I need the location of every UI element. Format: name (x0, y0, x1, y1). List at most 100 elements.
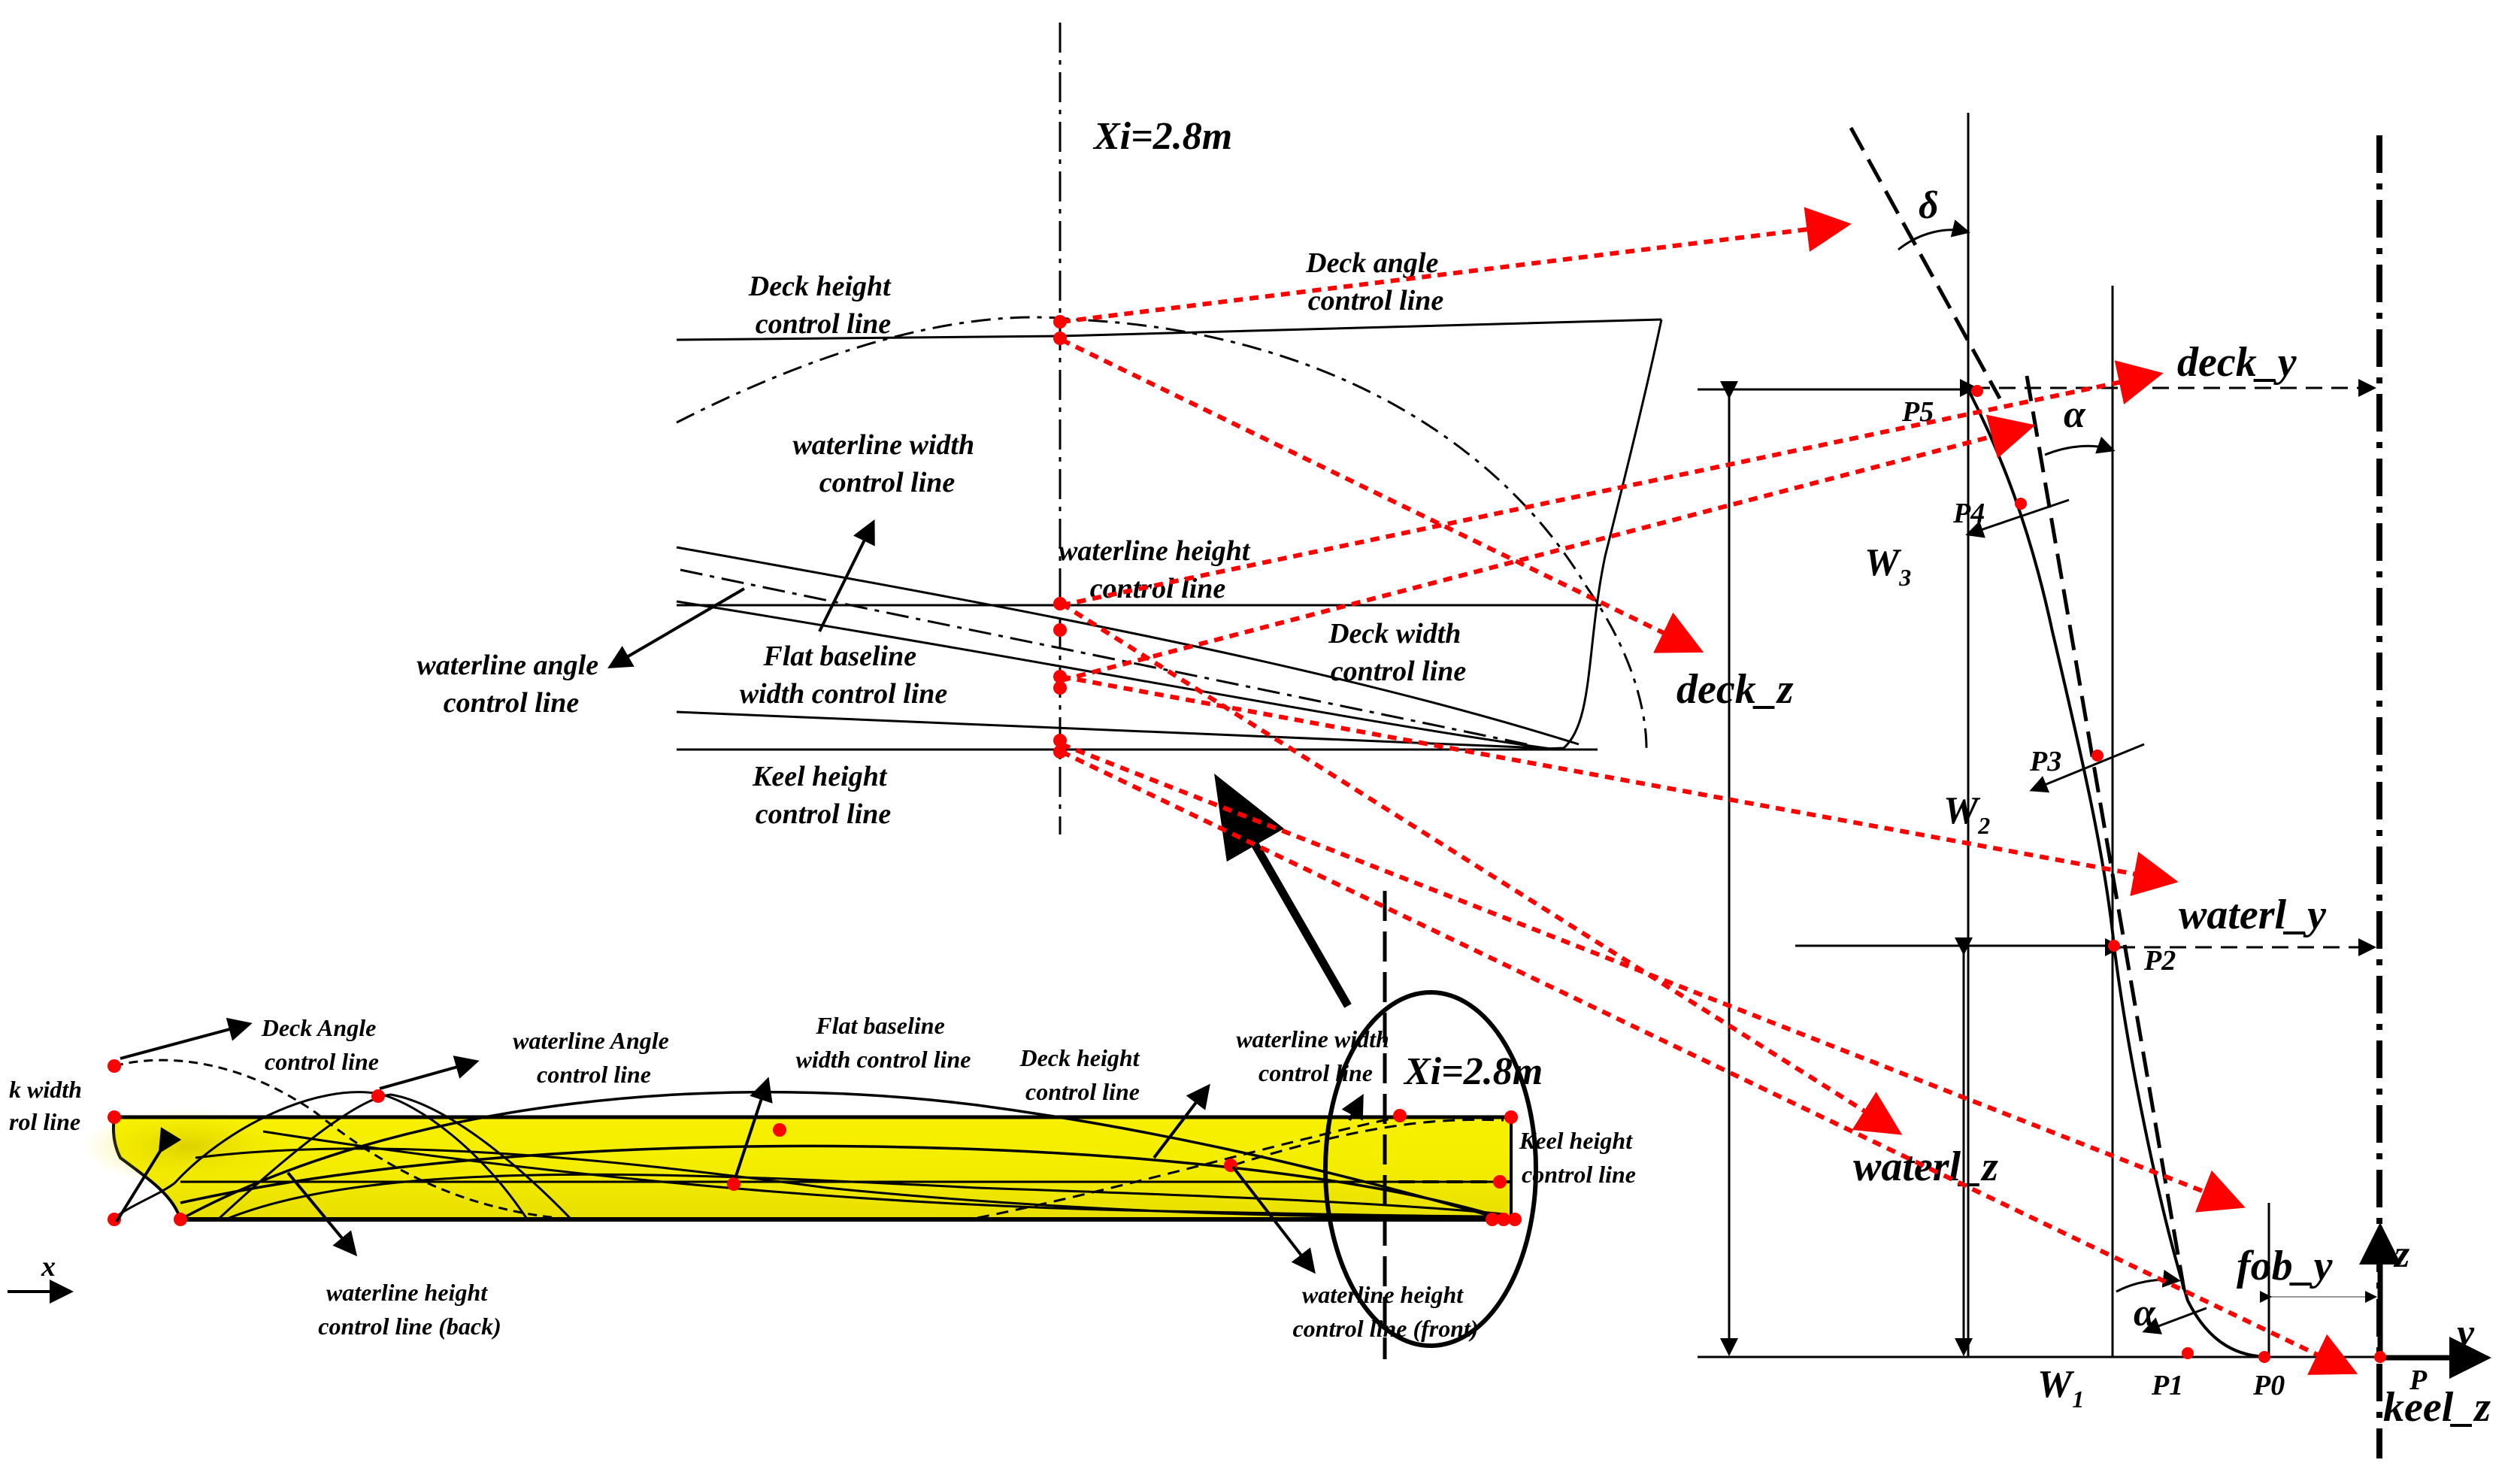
control-point (174, 1213, 187, 1226)
w2-arrow (2029, 743, 2145, 793)
profile-view: Xi=2.8m k width rol line Deck Angle cont… (8, 773, 1636, 1359)
cross-section-view: deck_y deck_z waterl_y waterl_z fob_y ke… (1676, 113, 2491, 1458)
point-p0 (2258, 1351, 2270, 1363)
axis-z-label: z (2393, 1233, 2410, 1276)
profile-leader-arrows (115, 1017, 1364, 1274)
bow-shading (83, 1109, 293, 1184)
label-line: control line (265, 1048, 379, 1075)
param-deck-y: deck_y (2177, 339, 2297, 386)
leader-arrow (1152, 1083, 1210, 1159)
leader-arrow (115, 1127, 182, 1223)
label-line: control line (537, 1061, 651, 1088)
label-line: k width (9, 1076, 82, 1103)
alpha-angle-arc-top (2044, 436, 2116, 456)
label-p2: P2 (2143, 945, 2176, 977)
label-line: control line (1025, 1078, 1140, 1105)
control-point (108, 1110, 121, 1124)
control-point (108, 1059, 121, 1073)
guide-arrow (1060, 601, 1903, 1135)
label-line: rol line (9, 1108, 80, 1135)
label-waterline-height-front: waterline height control line (front) (1292, 1281, 1478, 1342)
profile-curve (180, 1144, 1504, 1219)
control-point (108, 1213, 121, 1226)
waterline-dash-dot-curve (680, 568, 1534, 747)
w3-arrow (1965, 498, 2070, 538)
label-line: Deck angle (1305, 247, 1438, 279)
angle-alpha-top: α (2064, 393, 2086, 436)
label-waterline-angle: waterline angle control line (416, 650, 605, 719)
section-view: Xi=2.8m Deck height control line Deck an… (416, 23, 1663, 834)
station-highlight-ellipse (1323, 990, 1538, 1348)
weight-letter: W (2037, 1363, 2075, 1406)
flat-baseline-line (676, 710, 1542, 750)
label-line: Flat baseline (762, 641, 916, 672)
profile-control-points (108, 1059, 1522, 1226)
label-p0: P0 (2252, 1370, 2285, 1401)
label-deck-height: Deck height control line (748, 271, 898, 340)
label-waterline-angle-profile: waterline Angle control line (513, 1027, 675, 1088)
point-p (2374, 1351, 2386, 1363)
label-line: waterline height (1302, 1281, 1464, 1308)
control-point (1486, 1213, 1499, 1226)
label-line: control line (819, 467, 956, 498)
label-line: control line (1258, 1059, 1373, 1086)
weight-subscript: 3 (1898, 564, 1911, 591)
guide-arrow (1061, 207, 1852, 324)
control-point (1053, 315, 1067, 329)
label-waterline-width-profile: waterline width control line (1236, 1025, 1395, 1086)
hull-section-curve (1967, 389, 2271, 1358)
label-line: waterline width (792, 429, 974, 461)
leader-arrow (734, 1077, 773, 1179)
profile-curve (225, 1173, 1504, 1221)
label-line: width control line (796, 1046, 971, 1073)
control-point (1053, 681, 1067, 695)
leader-arrow (120, 1017, 253, 1060)
label-w2: W2 (1943, 789, 1990, 839)
label-line: control line (back) (318, 1313, 501, 1340)
deck-angle-dashed-line (1849, 126, 2002, 400)
leader-arrow (379, 1056, 480, 1090)
label-deck-angle-profile: Deck Angle control line (261, 1014, 383, 1075)
point-p2 (2108, 940, 2120, 952)
point-p3 (2091, 750, 2104, 762)
deck-width-control-line (676, 546, 1580, 746)
profile-curve (977, 1116, 1399, 1219)
deck-angle-dashed-curve (676, 316, 1648, 749)
param-fob-y: fob_y (2237, 1243, 2334, 1289)
control-point (371, 1089, 385, 1103)
label-line: Keel height (1519, 1127, 1633, 1154)
label-line: control line (front) (1292, 1315, 1478, 1342)
leader-arrow (1341, 1093, 1364, 1121)
guide-arrow (1060, 750, 2358, 1375)
section-curve-points (1971, 385, 2386, 1363)
point-p5 (1971, 385, 1983, 397)
angle-alpha-bottom: α (2134, 1292, 2156, 1334)
leader-arrow (1231, 1165, 1316, 1274)
param-waterl-y: waterl_y (2179, 892, 2327, 938)
label-p: P (2409, 1364, 2428, 1396)
profile-curve (217, 1093, 573, 1221)
weight-subscript: 2 (1977, 812, 1990, 839)
leader-arrow (818, 519, 875, 632)
deck-angle-dashed-curve (114, 1059, 572, 1221)
label-line: width control line (740, 678, 948, 710)
guide-arrow (1060, 742, 2246, 1213)
param-deck-z: deck_z (1676, 666, 1794, 713)
section-xi-label: Xi=2.8m (1092, 115, 1232, 158)
label-flat-baseline-profile: Flat baseline width control line (796, 1012, 971, 1073)
label-line: Deck Angle (261, 1014, 377, 1041)
zoom-arrow (1214, 773, 1352, 1008)
profile-curve (1232, 1118, 1504, 1167)
label-w3: W3 (1864, 541, 1911, 591)
guide-arrow (1061, 414, 2036, 683)
label-keel-height: Keel height control line (752, 761, 894, 830)
guide-arrow (1061, 674, 2179, 896)
profile-curve (180, 1090, 1504, 1221)
label-deck-height-profile: Deck height control line (1019, 1044, 1145, 1105)
axis-y-label: y (2452, 1312, 2475, 1355)
hull-body (112, 1116, 1513, 1221)
label-line: waterline height (1059, 535, 1251, 567)
label-waterline-height-back: waterline height control line (back) (318, 1279, 501, 1340)
control-point (1053, 623, 1067, 637)
